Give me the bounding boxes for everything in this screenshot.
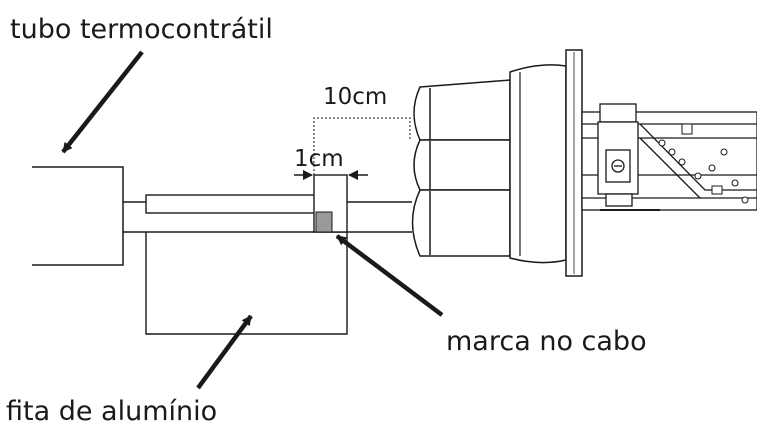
label-ten-cm: 10cm	[323, 84, 387, 110]
closure-ports	[411, 79, 511, 257]
heat-shrink-tube	[32, 166, 124, 266]
label-heat-shrink: tubo termocontrátil	[10, 14, 273, 45]
ten-cm-dimension	[313, 117, 411, 175]
cable-inner-jacket	[145, 194, 317, 214]
aluminum-tape	[145, 232, 348, 335]
arrow-cable-mark	[335, 234, 444, 317]
arrow-aluminum-tape	[196, 314, 253, 390]
arrow-heat-shrink	[61, 50, 144, 154]
label-aluminum-tape: fita de alumínio	[6, 396, 217, 427]
label-one-cm: 1cm	[294, 146, 344, 172]
cable-clamp	[597, 103, 639, 207]
label-cable-mark: marca no cabo	[446, 326, 647, 357]
closure-body	[509, 64, 567, 264]
tray-holes	[658, 123, 749, 204]
cable-mark	[315, 211, 333, 233]
